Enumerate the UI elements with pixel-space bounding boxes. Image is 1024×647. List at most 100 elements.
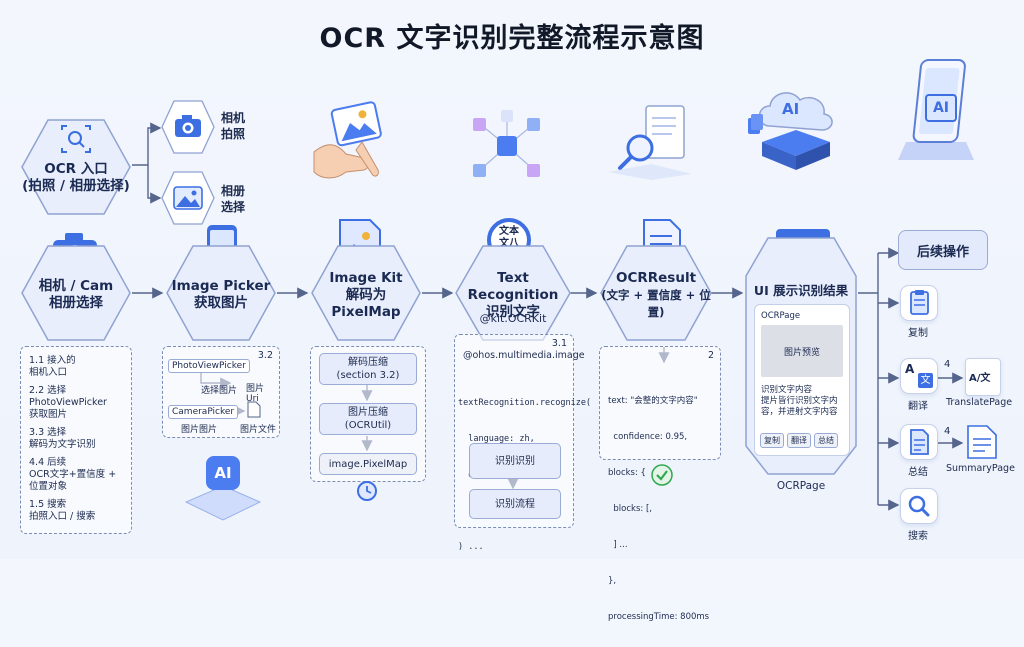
- album-option-line1: 相册: [221, 184, 246, 198]
- note2-c: 获取图片: [29, 409, 68, 420]
- image-preview: 图片预览: [761, 325, 843, 377]
- step-image-picker[interactable]: Image Picker 获取图片: [165, 244, 277, 342]
- ocr-entry-node[interactable]: OCR 入口 (拍照 / 相册选择): [20, 118, 132, 216]
- camera-option[interactable]: 相机 拍照: [160, 97, 250, 157]
- camera-picker-box: CameraPicker: [168, 405, 239, 419]
- translate-page-icon[interactable]: A/文: [965, 358, 1001, 396]
- step-camera-album[interactable]: 相机 / Cam 相册选择: [20, 244, 132, 342]
- step1-line2: 相册选择: [48, 295, 103, 311]
- picker-detail-panel: 3.2 PhotoViewPicker 选择图片 图片 Uri CameraPi…: [162, 346, 280, 438]
- document-search-icon: [608, 105, 692, 180]
- result-code-5: ] ...: [608, 540, 628, 550]
- album-option[interactable]: 相册 选择: [160, 168, 250, 228]
- note2-a: 2.2 选择: [29, 385, 67, 396]
- image-compress-box: 图片压缩 (OCRUtil): [319, 403, 417, 435]
- copy-action[interactable]: [900, 285, 938, 321]
- search-icon: [908, 495, 930, 517]
- compress-sub-label: (OCRUtil): [344, 420, 392, 431]
- network-nodes-icon: [473, 110, 540, 177]
- ui-card-caption: OCRPage: [776, 480, 826, 492]
- note1-a: 1.1 接入的: [29, 355, 76, 366]
- recognize-flow-button[interactable]: 识别流程: [469, 489, 561, 519]
- entry-line2: (拍照 / 相册选择): [22, 178, 130, 194]
- decode-sub-label: (section 3.2): [336, 370, 400, 381]
- recog-code-5: ) ...: [458, 542, 484, 552]
- select-image-label: 选择图片: [201, 386, 238, 396]
- image-kit-detail-panel: 解码压缩 (section 3.2) 图片压缩 (OCRUtil) image.…: [310, 346, 426, 482]
- image-file-label: 图片文件: [240, 425, 277, 435]
- step4-line1: Text Recognition: [467, 269, 559, 303]
- decode-compress-box: 解码压缩 (section 3.2): [319, 353, 417, 385]
- translate-wen-glyph: 文: [918, 373, 933, 388]
- recognition-detail-panel: 3.1 @ohos.multimedia.image textRecogniti…: [454, 334, 591, 552]
- note4-c: 位置对象: [29, 481, 68, 492]
- album-option-line2: 选择: [221, 200, 246, 214]
- step4-line2: 识别文字: [486, 303, 540, 320]
- result-detail-panel: 2 text: "会整的文字内容" confidence: 0.95, bloc…: [599, 346, 721, 622]
- ai-phone-icon: AI: [896, 56, 976, 166]
- ocr-page-card: OCRPage 图片预览 识别文字内容 提片皆行识别文字内 容，并进射文字内容 …: [754, 304, 850, 456]
- step6-title: UI 展示识别结果: [753, 283, 849, 298]
- notes-panel: 1.1 接入的 相机入口 2.2 选择 PhotoViewPicker 获取图片…: [20, 346, 132, 534]
- file-icon: [247, 401, 261, 418]
- recog-step-num: 3.1: [551, 338, 567, 349]
- card-summary-button[interactable]: 总结: [814, 433, 838, 448]
- pixelmap-box: image.PixelMap: [319, 453, 417, 475]
- note5-b: 拍照入口 / 搜索: [29, 511, 96, 522]
- followup-title-text: 后续操作: [916, 244, 969, 260]
- step-ocr-result[interactable]: OCRResult (文字 + 置信度 + 位置): [599, 244, 713, 342]
- result-code-2: confidence: 0.95,: [608, 432, 688, 442]
- magnifier-text-line1: 文本: [499, 226, 519, 237]
- compress-label: 图片压缩: [348, 407, 388, 418]
- ui-result-panel: UI 展示识别结果 OCRPage 图片预览 识别文字内容 提片皆行识别文字内 …: [744, 236, 858, 476]
- image-preview-label: 图片预览: [783, 347, 820, 358]
- document-icon: [910, 429, 929, 455]
- note4-a: 4.4 后续: [29, 457, 67, 468]
- summary-action[interactable]: [900, 424, 938, 460]
- decode-label: 解码压缩: [348, 357, 388, 368]
- recognized-text-1: 识别文字内容: [761, 385, 813, 395]
- note5-a: 1.5 搜索: [29, 499, 67, 510]
- result-code-7: processingTime: 800ms: [608, 612, 710, 622]
- recognize-button[interactable]: 识别识别: [469, 443, 561, 479]
- step5-line2: (文字 + 置信度 + 位置): [601, 287, 711, 319]
- recognized-text-2: 提片皆行识别文字内: [761, 396, 838, 406]
- note3-b: 解码为文字识别: [29, 439, 96, 450]
- ai-chip-icon: AI: [184, 452, 262, 522]
- result-code-4: blocks: [,: [608, 504, 652, 514]
- camera-option-line2: 拍照: [221, 127, 246, 141]
- image-uri-label: 图片 Uri: [246, 384, 265, 404]
- step-image-kit[interactable]: Image Kit 解码为 PixelMap: [310, 244, 422, 342]
- search-action[interactable]: [900, 488, 938, 524]
- summary-page-icon[interactable]: [965, 424, 999, 460]
- step2-line2: 获取图片: [194, 295, 248, 311]
- entry-line1: OCR 入口: [44, 161, 108, 177]
- card-translate-button[interactable]: 翻译: [787, 433, 811, 448]
- step4-kit-label: @kit.OCRKit: [479, 312, 547, 325]
- step3-line2: 解码为 PixelMap: [331, 286, 401, 320]
- card-copy-button[interactable]: 复制: [760, 433, 784, 448]
- step-text-recognition[interactable]: Text Recognition 识别文字: [454, 244, 572, 342]
- translate-page-glyph: A/文: [969, 373, 991, 384]
- translate-step-num: 4: [944, 359, 951, 370]
- copy-label: 复制: [908, 328, 928, 339]
- translate-a-glyph: A: [905, 362, 915, 376]
- phone-ai-label: AI: [925, 94, 957, 122]
- check-circle-icon: [651, 464, 673, 486]
- ai-chip-label: AI: [214, 464, 232, 482]
- summary-label: 总结: [908, 467, 928, 478]
- recog-code-2: language: zh,: [458, 434, 535, 444]
- note4-b: OCR文字+置信度 +: [29, 469, 117, 480]
- clipboard-icon: [910, 290, 929, 315]
- clock-icon: [357, 481, 377, 501]
- result-code-6: },: [608, 576, 617, 586]
- image-image-label: 图片图片: [181, 425, 218, 435]
- result-code-1: text: "会整的文字内容": [608, 396, 698, 406]
- note2-b: PhotoViewPicker: [29, 397, 107, 408]
- cloud-ai-label: AI: [782, 100, 800, 118]
- recog-module-label: @ohos.multimedia.image: [463, 350, 585, 361]
- search-label: 搜索: [908, 531, 928, 542]
- translate-action[interactable]: A 文: [900, 358, 938, 394]
- image-gallery-icon: [161, 171, 215, 225]
- step5-line1: OCRResult: [615, 269, 697, 286]
